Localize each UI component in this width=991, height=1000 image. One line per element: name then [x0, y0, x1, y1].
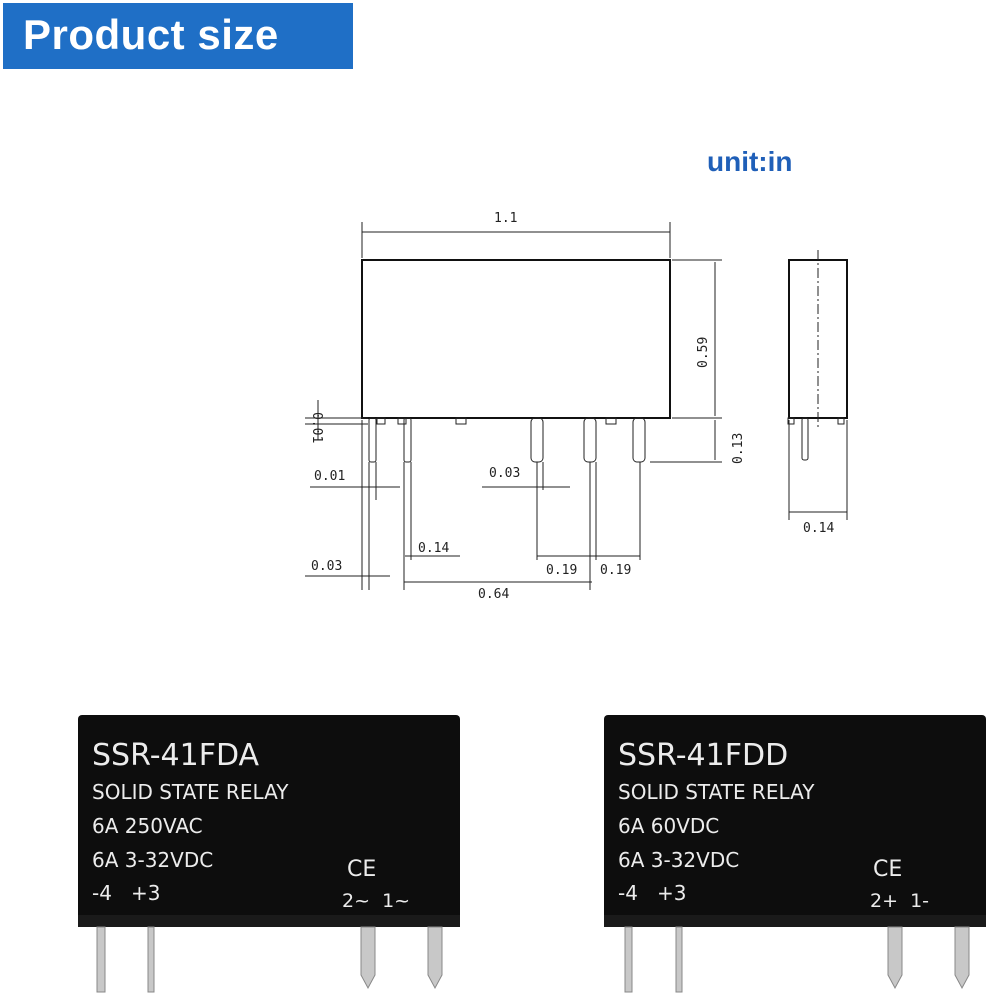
relay-pins-left: -4 +3 [92, 881, 161, 905]
ce-mark: CE [347, 857, 376, 882]
relay-model: SSR-41FDA [92, 738, 260, 773]
relay-pins-right: 2+ 1- [870, 890, 929, 912]
relay-pins-left: -4 +3 [618, 881, 687, 905]
relay-rating-control: 6A 3-32VDC [618, 848, 739, 872]
relay-rating-load: 6A 60VDC [618, 814, 719, 838]
dim-pin-spacing-right-a: 0.19 [546, 563, 577, 578]
unit-label: unit:in [707, 146, 793, 177]
relay-rating-load: 6A 250VAC [92, 814, 203, 838]
relay-pins-right: 2~ 1~ [342, 890, 410, 912]
dim-pin-offset-left: 0.03 [311, 559, 342, 574]
relay-photo-ssr-41fda: SSR-41FDA SOLID STATE RELAY 6A 250VAC 6A… [78, 715, 460, 993]
dim-pin-width-left: 0.01 [314, 469, 345, 484]
front-view-pins [368, 417, 646, 463]
relay-type: SOLID STATE RELAY [618, 780, 815, 804]
dim-pin-width-mid: 0.03 [489, 466, 520, 481]
dim-pin-spacing-right-b: 0.19 [600, 563, 631, 578]
relay-model: SSR-41FDD [618, 738, 788, 773]
dim-length: 1.1 [494, 211, 517, 226]
banner-title: Product size [23, 11, 279, 58]
relay-rating-control: 6A 3-32VDC [92, 848, 213, 872]
dim-pin-length: 0.13 [731, 433, 746, 464]
relay-type: SOLID STATE RELAY [92, 780, 289, 804]
title-banner: Product size [3, 3, 353, 69]
dim-offset-top: 0.01 [309, 412, 324, 443]
front-view-body [361, 259, 671, 419]
dim-height: 0.59 [696, 337, 711, 368]
dim-side-width: 0.14 [803, 521, 834, 536]
relay-photo-ssr-41fdd: SSR-41FDD SOLID STATE RELAY 6A 60VDC 6A … [604, 715, 986, 993]
ce-mark: CE [873, 857, 902, 882]
dim-pin-spacing-left: 0.14 [418, 541, 449, 556]
dim-pin-spacing-main: 0.64 [478, 587, 509, 602]
